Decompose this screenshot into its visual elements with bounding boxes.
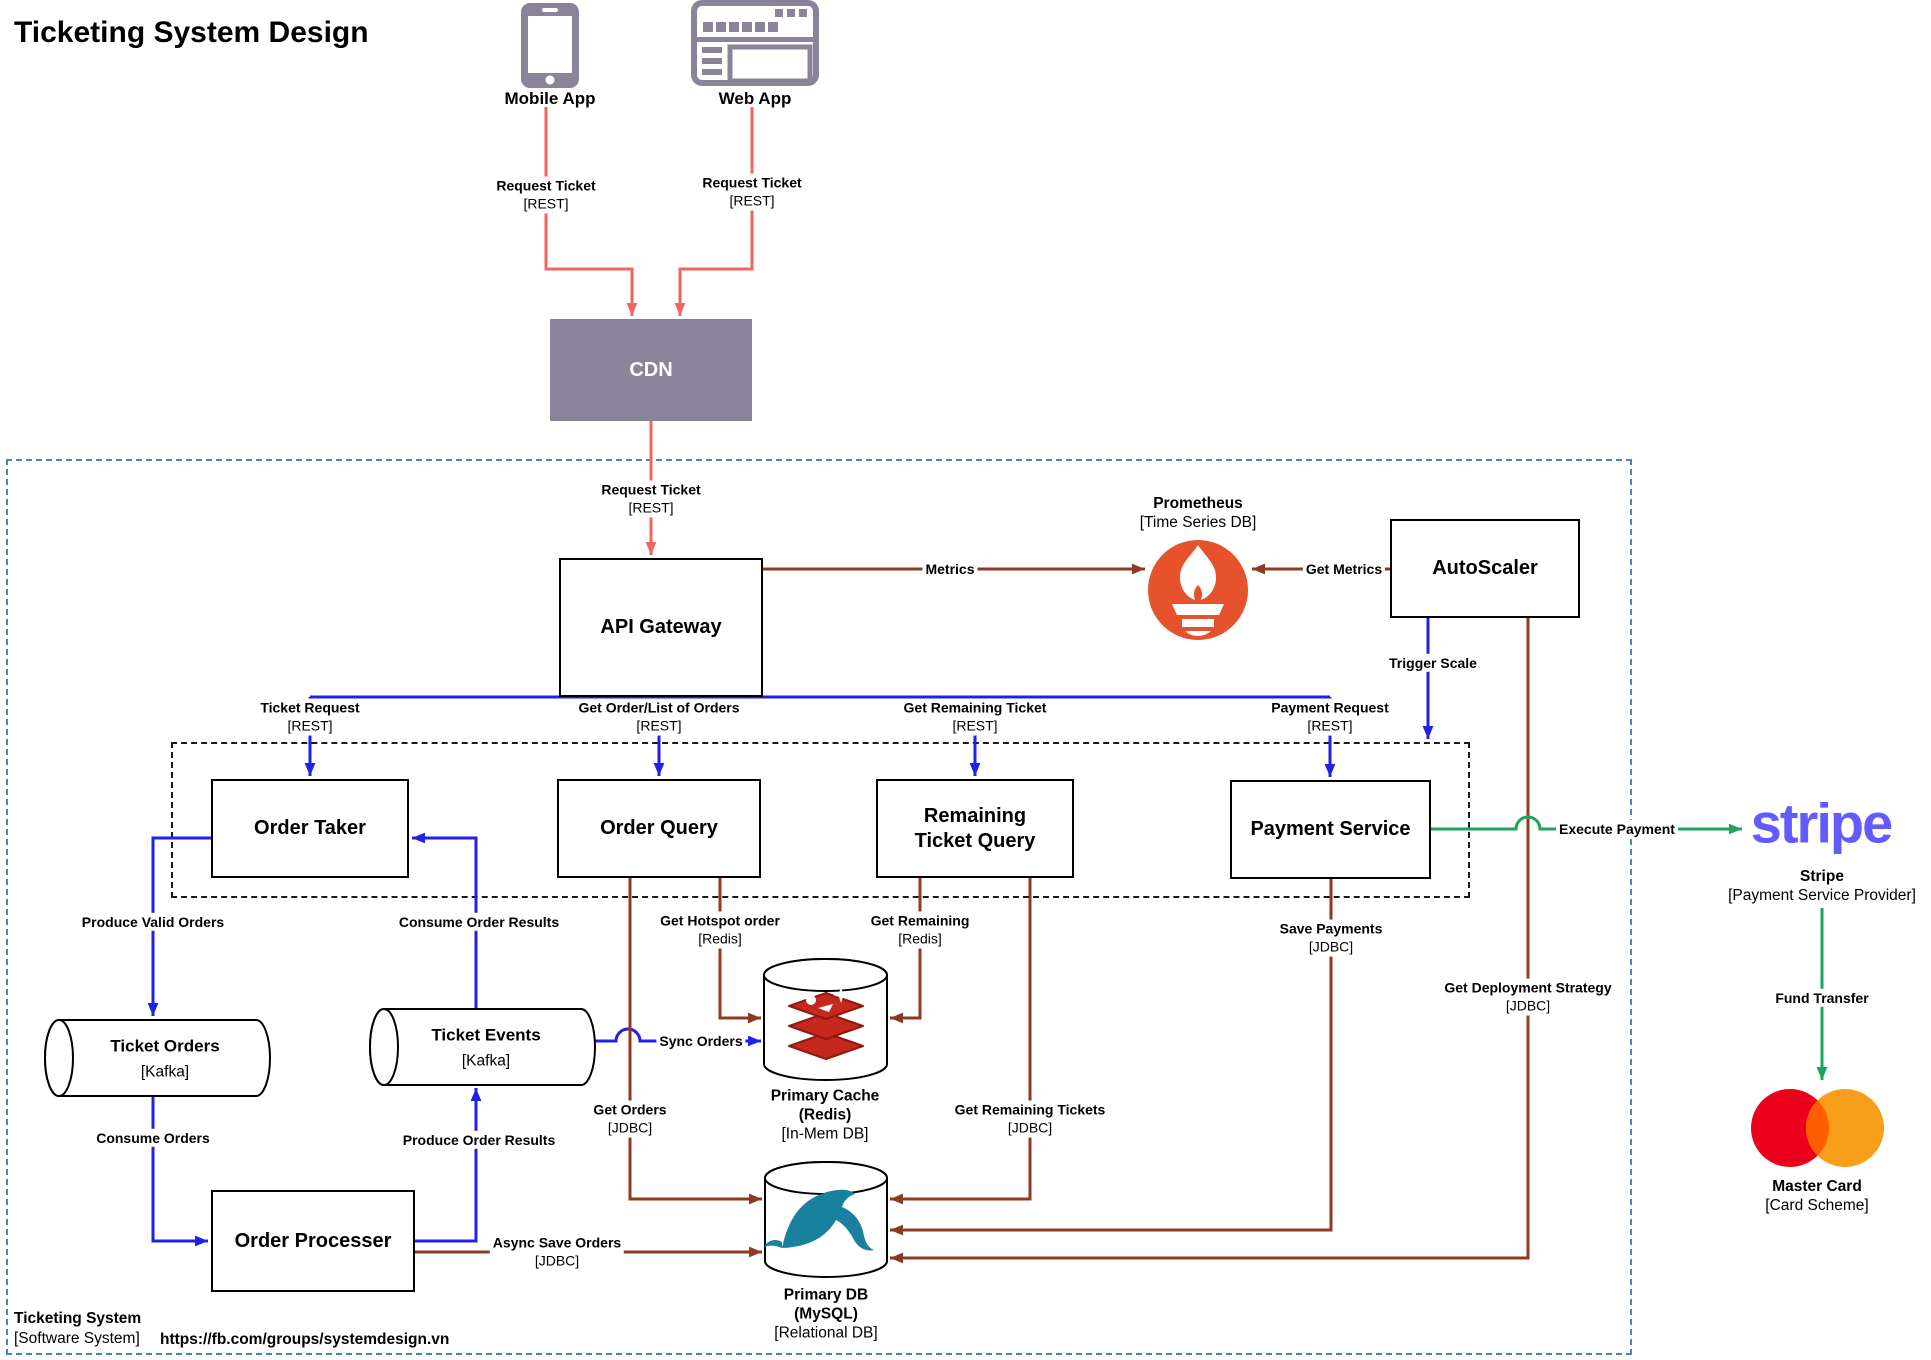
edge-produce-order-results [415, 1088, 482, 1243]
ticket-orders-label: Ticket Orders [Kafka] [110, 1036, 220, 1081]
node-remaining-ticket-query: Remaining Ticket Query [876, 779, 1074, 878]
node-autoscaler: AutoScaler [1390, 519, 1580, 618]
redis-logo-icon [788, 992, 864, 1060]
prometheus-label: Prometheus [Time Series DB] [1139, 495, 1257, 531]
mastercard-label: Master Card [Card Scheme] [1765, 1178, 1869, 1214]
mysql-dolphin-icon [782, 1189, 874, 1251]
edge-label-save-payments: Save Payments [JDBC] [1276, 919, 1386, 957]
green-edges [1431, 815, 1828, 1080]
edge-produce-valid-orders [147, 836, 211, 1017]
boundary-type: [Software System] [14, 1330, 140, 1347]
edge-label-consume-order-results: Consume Order Results [395, 912, 563, 932]
mobile-app-label: Mobile App [504, 89, 596, 108]
edge-label-trigger-scale: Trigger Scale [1386, 653, 1480, 673]
edge-consume-orders [151, 1096, 208, 1247]
edge-label-fund-transfer: Fund Transfer [1772, 988, 1872, 1008]
edge-label-get-hotspot-order: Get Hotspot order [Redis] [657, 911, 783, 949]
primary-db-shape [764, 1161, 888, 1278]
node-order-query: Order Query [557, 779, 761, 878]
edge-label-metrics: Metrics [922, 559, 978, 579]
node-api-gateway: API Gateway [559, 558, 763, 697]
edge-label-web-request: Request Ticket [REST] [699, 173, 805, 211]
edge-get-deployment-strategy [889, 618, 1530, 1264]
edge-label-mobile-request: Request Ticket [REST] [493, 176, 599, 214]
edge-label-consume-orders: Consume Orders [93, 1128, 213, 1148]
edge-label-get-remaining: Get Remaining [Redis] [867, 911, 973, 949]
edge-label-produce-order-results: Produce Order Results [399, 1130, 559, 1150]
kafka-cylinders [44, 1008, 596, 1097]
mastercard-logo-icon [1751, 1089, 1884, 1167]
node-order-taker: Order Taker [211, 779, 409, 878]
web-app-icon [691, 0, 819, 86]
edge-execute-payment [1431, 815, 1742, 835]
node-cdn: CDN [550, 319, 752, 421]
primary-db-label: Primary DB (MySQL) [Relational DB] [774, 1286, 878, 1342]
boundary-name: Ticketing System [14, 1310, 142, 1327]
stripe-wordmark-icon: stripe [1750, 791, 1893, 855]
primary-cache-label: Primary Cache (Redis) [In-Mem DB] [770, 1087, 880, 1143]
edge-consume-order-results [412, 832, 478, 1008]
edge-save-payments [889, 879, 1333, 1236]
ticket-events-cylinder-cap [369, 1008, 399, 1086]
edge-label-get-metrics: Get Metrics [1302, 559, 1386, 579]
edge-get-remaining-tickets [889, 878, 1032, 1205]
edge-label-async-save-orders: Async Save Orders [JDBC] [489, 1233, 625, 1271]
prometheus-logo-icon [1148, 540, 1248, 640]
edge-label-get-remaining-ticket: Get Remaining Ticket [REST] [900, 698, 1050, 736]
services-group-boundary [171, 742, 1470, 898]
edge-label-ticket-request: Ticket Request [REST] [257, 698, 363, 736]
edge-label-get-remaining-tickets: Get Remaining Tickets [JDBC] [951, 1100, 1109, 1138]
redis-logo-glyphs [806, 987, 849, 1012]
edge-label-sync-orders: Sync Orders [656, 1031, 746, 1051]
brown-edges [415, 563, 1530, 1264]
ticket-orders-cylinder-cap [44, 1019, 74, 1097]
mobile-app-icon [521, 3, 579, 88]
boundary-url: https://fb.com/groups/systemdesign.vn [160, 1331, 450, 1348]
ticketing-system-boundary [6, 459, 1632, 1355]
edge-label-get-orders: Get Orders [JDBC] [590, 1100, 670, 1138]
ticket-events-label: Ticket Events [Kafka] [431, 1025, 541, 1070]
stripe-label: Stripe [Payment Service Provider] [1728, 868, 1916, 904]
edge-web-request [674, 107, 754, 316]
edge-label-get-order: Get Order/List of Orders [REST] [575, 698, 743, 736]
node-order-processer: Order Processer [211, 1190, 415, 1292]
page-title: Ticketing System Design [14, 16, 369, 49]
edge-label-cdn-request: Request Ticket [REST] [598, 480, 704, 518]
edge-label-payment-request: Payment Request [REST] [1268, 698, 1392, 736]
edge-label-produce-valid-orders: Produce Valid Orders [78, 912, 228, 932]
edge-label-execute-payment: Execute Payment [1556, 819, 1678, 839]
edge-sync-orders [595, 1027, 762, 1047]
primary-cache-shape [763, 958, 888, 1081]
edge-label-get-deployment-strategy: Get Deployment Strategy [JDBC] [1441, 978, 1615, 1016]
web-app-label: Web App [718, 89, 792, 108]
edge-get-orders [628, 878, 763, 1205]
node-payment-service: Payment Service [1230, 780, 1431, 879]
